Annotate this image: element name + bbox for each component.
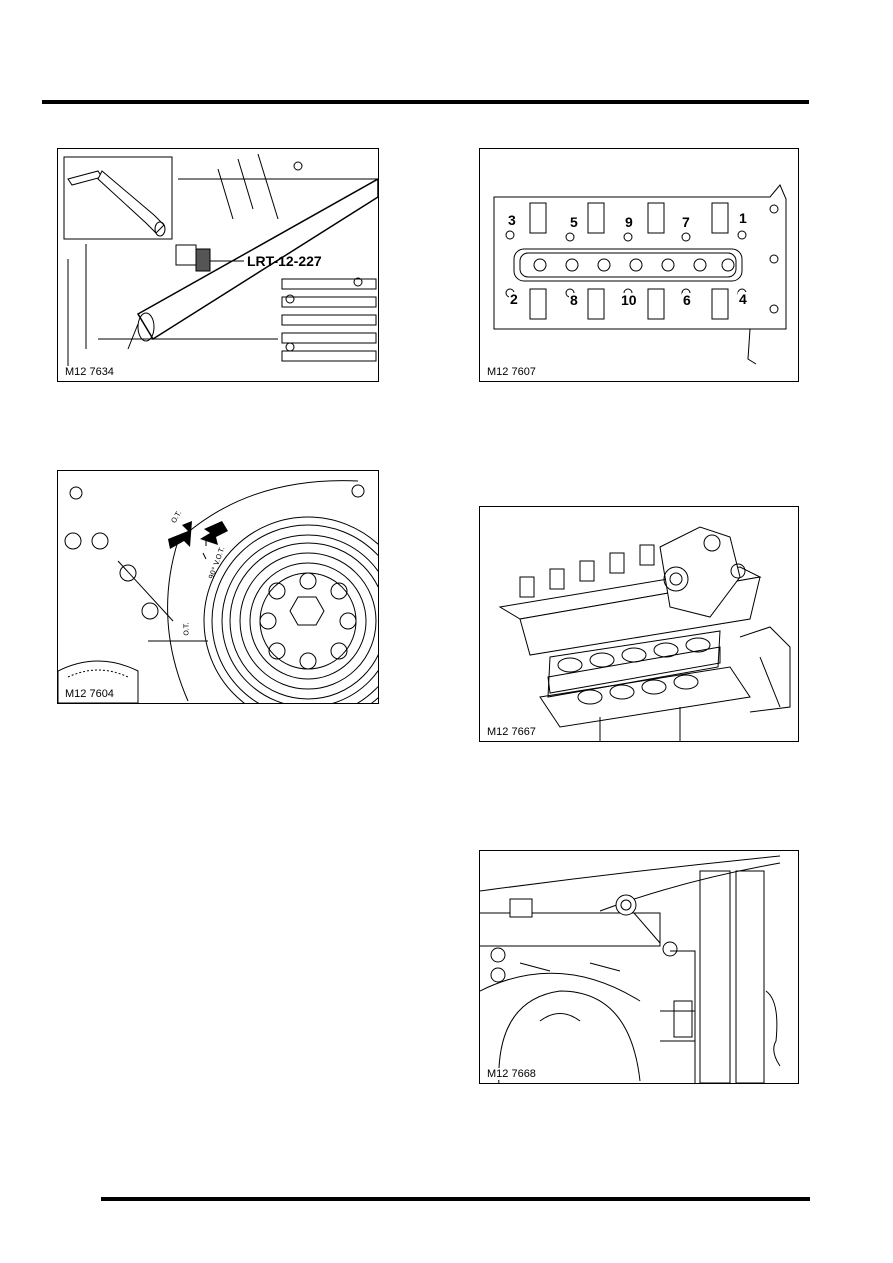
sequence-number: 2	[509, 291, 519, 307]
illustration-camshaft-bolt-sequence	[493, 184, 787, 365]
footer-rule	[101, 1197, 810, 1201]
sequence-number: 7	[681, 214, 691, 230]
sequence-number: 3	[507, 212, 517, 228]
sequence-number: 9	[624, 214, 634, 230]
header-rule	[42, 100, 809, 104]
illustration-crankshaft-pulley-timing	[58, 480, 378, 703]
sequence-number: 10	[620, 292, 638, 308]
figure-m12-7634: LRT-12-227 M12 7634	[57, 148, 379, 382]
figure-caption: M12 7604	[63, 688, 116, 700]
sequence-number: 6	[682, 292, 692, 308]
figure-caption: M12 7634	[63, 366, 116, 378]
illustration-cylinder-head-removal	[498, 526, 791, 741]
illustration-cylinder-block	[480, 855, 781, 1083]
sequence-number: 8	[569, 292, 579, 308]
mark-ot-side: O.T.	[182, 622, 191, 636]
figure-m12-7607: 3 5 9 7 1 2 8 10 6 4 M12 7607	[479, 148, 799, 382]
illustration-camshaft-locking-tool	[63, 153, 378, 369]
figure-caption: M12 7668	[485, 1068, 538, 1080]
figure-caption: M12 7667	[485, 726, 538, 738]
figure-m12-7667: M12 7667	[479, 506, 799, 742]
tool-label: LRT-12-227	[247, 253, 322, 269]
figure-caption: M12 7607	[485, 366, 538, 378]
figure-m12-7668: M12 7668	[479, 850, 799, 1084]
sequence-number: 1	[738, 210, 748, 226]
figure-m12-7604: O.T. 90° V.O.T. O.T. M12 7604	[57, 470, 379, 704]
sequence-number: 4	[738, 291, 748, 307]
sequence-number: 5	[569, 214, 579, 230]
